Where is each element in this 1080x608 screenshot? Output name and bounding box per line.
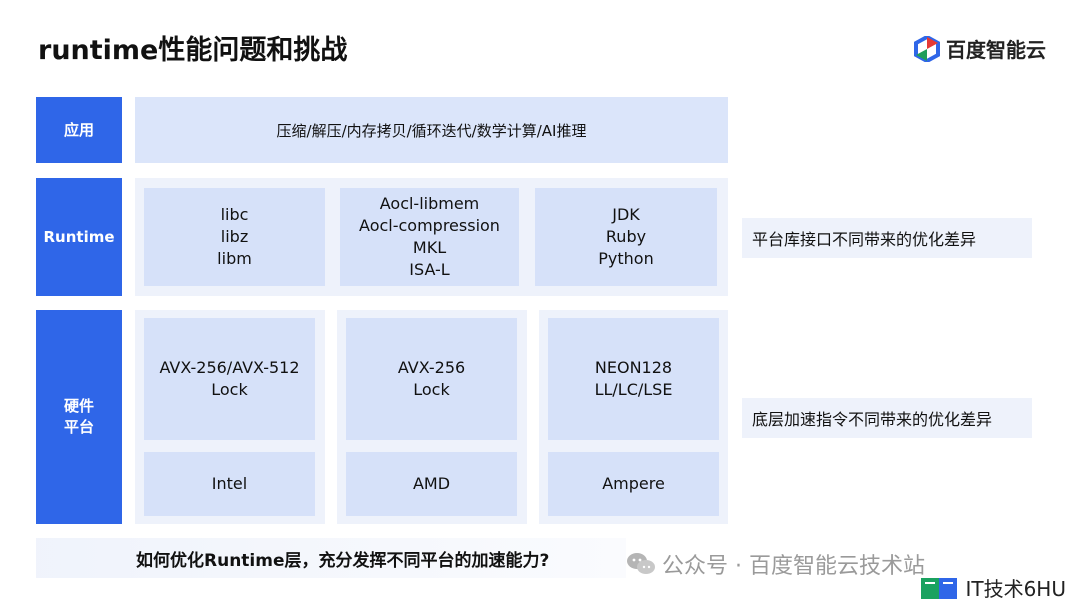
app-layer-label: 应用 bbox=[36, 97, 122, 163]
runtime-note: 平台库接口不同带来的优化差异 bbox=[742, 218, 1032, 258]
hardware-label-line: 平台 bbox=[63, 418, 94, 436]
runtime-cell: Aocl-libmem Aocl-compression MKL ISA-L bbox=[340, 188, 519, 286]
runtime-lib: Aocl-compression bbox=[359, 216, 500, 235]
hardware-vendor: AMD bbox=[412, 474, 451, 493]
hardware-feature-cell: NEON128 LL/LC/LSE bbox=[548, 318, 719, 440]
wechat-icon bbox=[627, 553, 655, 574]
runtime-lib: libc bbox=[220, 205, 249, 224]
hardware-vendor-cell: Intel bbox=[144, 452, 315, 516]
runtime-lib: MKL bbox=[412, 238, 447, 257]
runtime-lib: JDK bbox=[612, 205, 640, 224]
app-layer-content: 压缩/解压/内存拷贝/循环迭代/数学计算/AI推理 bbox=[135, 97, 728, 163]
question-band bbox=[36, 538, 626, 578]
hardware-feature: LL/LC/LSE bbox=[594, 380, 673, 399]
hardware-layer-label: 硬件 平台 bbox=[36, 310, 122, 524]
hardware-note: 底层加速指令不同带来的优化差异 bbox=[742, 398, 1032, 438]
hardware-vendor-cell: Ampere bbox=[548, 452, 719, 516]
hardware-vendor: Ampere bbox=[602, 474, 665, 493]
hardware-feature: Lock bbox=[413, 380, 450, 399]
hardware-feature: AVX-256 bbox=[397, 358, 466, 377]
brand-name: 百度智能云 bbox=[946, 38, 1046, 62]
brand-logo: 百度智能云 bbox=[914, 34, 1046, 63]
runtime-cell: libc libz libm bbox=[144, 188, 325, 286]
runtime-cell: JDK Ruby Python bbox=[535, 188, 717, 286]
watermark-text: 公众号 · 百度智能云技术站 bbox=[662, 554, 925, 579]
baidu-cloud-logo-icon bbox=[914, 35, 940, 62]
runtime-lib: Aocl-libmem bbox=[379, 194, 480, 213]
hardware-feature: Lock bbox=[211, 380, 248, 399]
hardware-feature: AVX-256/AVX-512 bbox=[159, 358, 300, 377]
runtime-lib: libz bbox=[220, 227, 249, 246]
hardware-feature-cell: AVX-256/AVX-512 Lock bbox=[144, 318, 315, 440]
question-text: 如何优化Runtime层，充分发挥不同平台的加速能力? bbox=[136, 551, 550, 571]
hardware-vendor: Intel bbox=[211, 474, 248, 493]
hardware-label-line: 硬件 bbox=[63, 397, 94, 415]
corner-badge-text: IT技术6HU bbox=[965, 577, 1066, 601]
runtime-lib: Python bbox=[598, 249, 654, 268]
runtime-layer-label: Runtime bbox=[36, 178, 122, 296]
book-icon bbox=[921, 577, 958, 599]
runtime-lib: ISA-L bbox=[409, 260, 450, 279]
hardware-feature: NEON128 bbox=[594, 358, 673, 377]
runtime-lib: Ruby bbox=[605, 227, 647, 246]
corner-badge: IT技术6HU bbox=[919, 573, 1066, 602]
hardware-feature-cell: AVX-256 Lock bbox=[346, 318, 517, 440]
page-title: runtime性能问题和挑战 bbox=[38, 35, 348, 66]
watermark: 公众号 · 百度智能云技术站 bbox=[626, 548, 925, 580]
runtime-lib: libm bbox=[217, 249, 252, 268]
hardware-vendor-cell: AMD bbox=[346, 452, 517, 516]
